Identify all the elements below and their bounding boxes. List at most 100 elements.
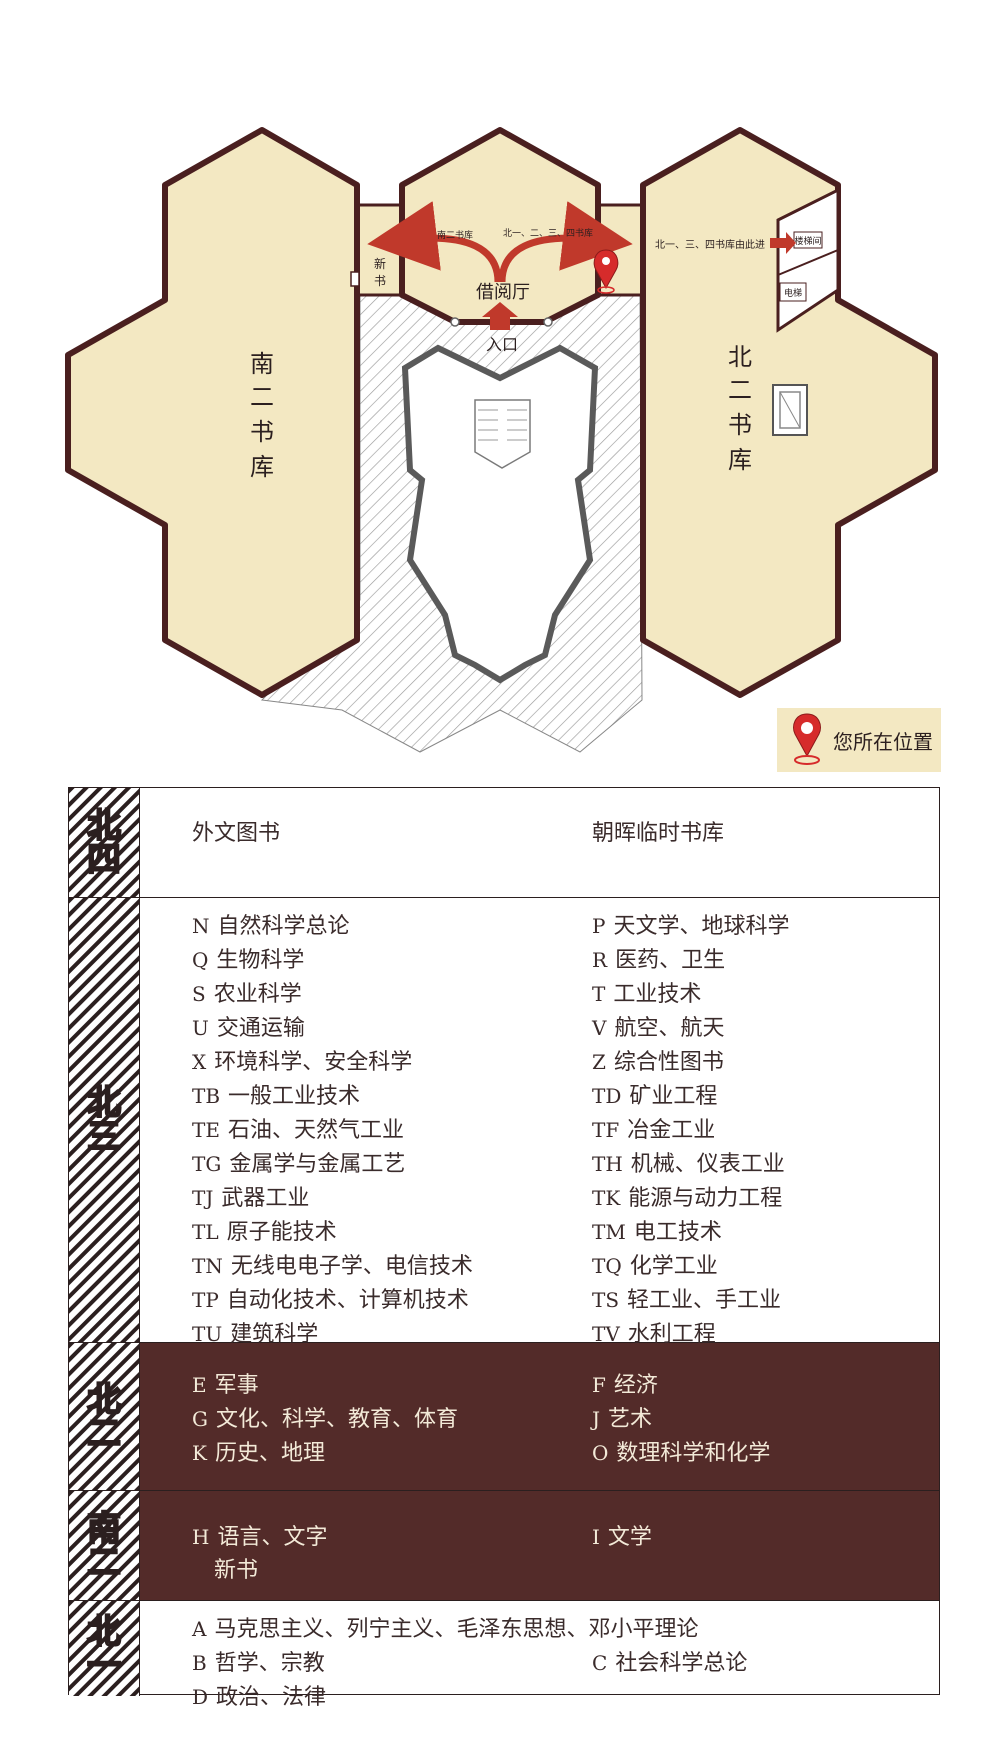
category-name: 综合性图书 [613,1050,724,1075]
category-code: A [192,1617,207,1641]
category-name: 哲学、宗教 [214,1651,325,1676]
south2-char-4: 库 [250,453,274,481]
north2-char-2: 二 [728,376,752,404]
category-code: P [592,914,606,938]
category-code: TJ [192,1186,214,1210]
category-code: Z [592,1050,606,1074]
category-code: TN [192,1254,223,1278]
category-code: TH [592,1152,623,1176]
category-code: TL [192,1220,219,1244]
category-name: 文化、科学、教育、体育 [215,1407,458,1432]
category-name: 石油、天然气工业 [227,1118,404,1143]
category-item: TG 金属学与金属工艺 [192,1148,405,1181]
floor-label-chars: 南二 [69,1491,139,1600]
category-name: 交通运输 [216,1016,305,1041]
category-item: Z 综合性图书 [592,1046,724,1079]
entrance-label: 入口 [486,335,518,354]
category-code: J [592,1407,601,1431]
floor-label-chars: 北三 [69,898,139,1342]
category-code: TF [592,1118,620,1142]
stairwell-block: 楼梯间 电梯 [776,187,840,333]
stairs-label: 楼梯间 [794,235,821,247]
floor-label-chars: 北二 [69,1343,139,1490]
floor-label-hatch [69,1601,139,1696]
category-item: E 军事 [192,1369,259,1402]
north2-char-4: 库 [728,446,752,474]
door-marker-left [450,317,460,327]
category-name: 矿业工程 [629,1084,718,1109]
floor-category-list: 外文图书朝晖临时书库 [140,788,939,897]
category-name: 冶金工业 [627,1118,716,1143]
category-code: S [192,982,206,1006]
door-marker-right [543,317,553,327]
floor-label-chars: 北一 [69,1601,139,1696]
category-code: T [592,982,606,1006]
arrow-to-north [498,201,633,283]
category-code: I [592,1525,600,1549]
floor-label-char: 北 [86,805,122,846]
category-name: 建筑科学 [230,1322,319,1347]
category-name: 农业科学 [213,982,302,1007]
atrium-stairs [474,399,531,469]
category-name: 自动化技术、计算机技术 [226,1288,469,1313]
floor-row-0: 北四外文图书朝晖临时书库 [69,788,939,898]
category-item: TL 原子能技术 [192,1216,337,1249]
floor-label: 北四 [69,788,140,897]
floor-label: 北一 [69,1601,140,1696]
location-pin-icon [793,713,821,765]
floor-label-chars: 北四 [69,788,139,897]
floor-label-hatch [69,1343,139,1490]
floor-label-char: 南 [86,1508,122,1549]
category-name: 军事 [214,1373,259,1398]
category-code: F [592,1373,606,1397]
floor-label-char: 四 [86,839,122,880]
arrow-to-south2-label: 南二书库 [437,229,473,241]
category-code: V [592,1016,607,1040]
category-name: 电工技术 [633,1220,722,1245]
category-item: 新书 [192,1555,258,1587]
category-code: TK [592,1186,621,1210]
floor-label-char: 三 [86,1117,122,1157]
category-name: 金属学与金属工艺 [229,1152,406,1177]
door-icon [350,271,360,287]
category-code: G [192,1407,208,1431]
floor-label-char: 一 [86,1645,122,1686]
category-code: TG [192,1152,222,1176]
category-code: TV [592,1322,620,1346]
category-name: 马克思主义、列宁主义、毛泽东思想、邓小平理论 [214,1617,699,1642]
category-code: E [192,1373,207,1397]
elevator-icon [772,384,808,436]
floor-label-hatch [69,898,139,1342]
category-name: 能源与动力工程 [628,1186,783,1211]
category-name: 原子能技术 [226,1220,337,1245]
category-name: 语言、文字 [217,1525,328,1550]
category-code: N [192,914,210,938]
category-name: 新书 [214,1558,259,1583]
floor-label-char: 二 [86,1542,122,1583]
category-name: 文学 [607,1525,652,1550]
north-enter-label: 北一、三、四书库由此进 [655,238,765,251]
category-name: 艺术 [608,1407,653,1432]
category-name: 政治、法律 [216,1685,327,1710]
